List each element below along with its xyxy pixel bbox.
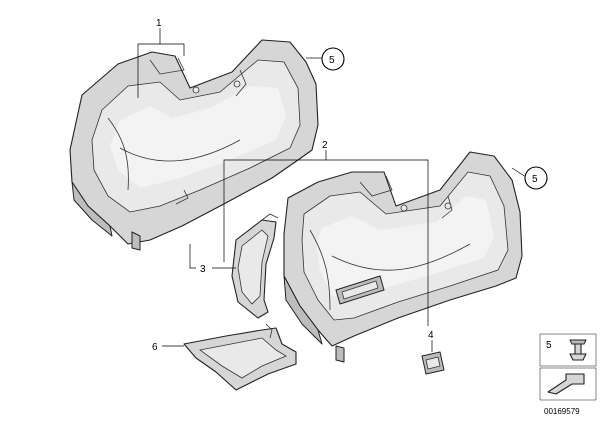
callout-5-right: 5: [532, 174, 538, 185]
left-trunk-trim-panel[interactable]: [69, 39, 319, 251]
callout-5-circle-top: 5: [321, 47, 345, 71]
callout-3: 3: [200, 264, 206, 275]
leader-lines: [137, 28, 527, 352]
trim-clip-part[interactable]: [421, 351, 445, 375]
right-trunk-trim-panel[interactable]: [283, 151, 523, 363]
legend-number: 5: [546, 340, 552, 351]
screw-clip-icon: [569, 339, 587, 361]
direction-arrow-icon: [547, 373, 585, 395]
side-bracket-trim[interactable]: [231, 213, 279, 319]
floor-cover-plate[interactable]: [183, 323, 297, 391]
legend-panel: 5: [539, 333, 597, 401]
callout-4: 4: [428, 330, 434, 341]
callout-6: 6: [152, 342, 158, 353]
callout-5-circle-right: 5: [524, 166, 548, 190]
callout-5-top: 5: [329, 55, 335, 66]
callout-2: 2: [322, 140, 328, 151]
diagram-id: 00169579: [544, 407, 580, 416]
callout-1: 1: [156, 18, 162, 29]
